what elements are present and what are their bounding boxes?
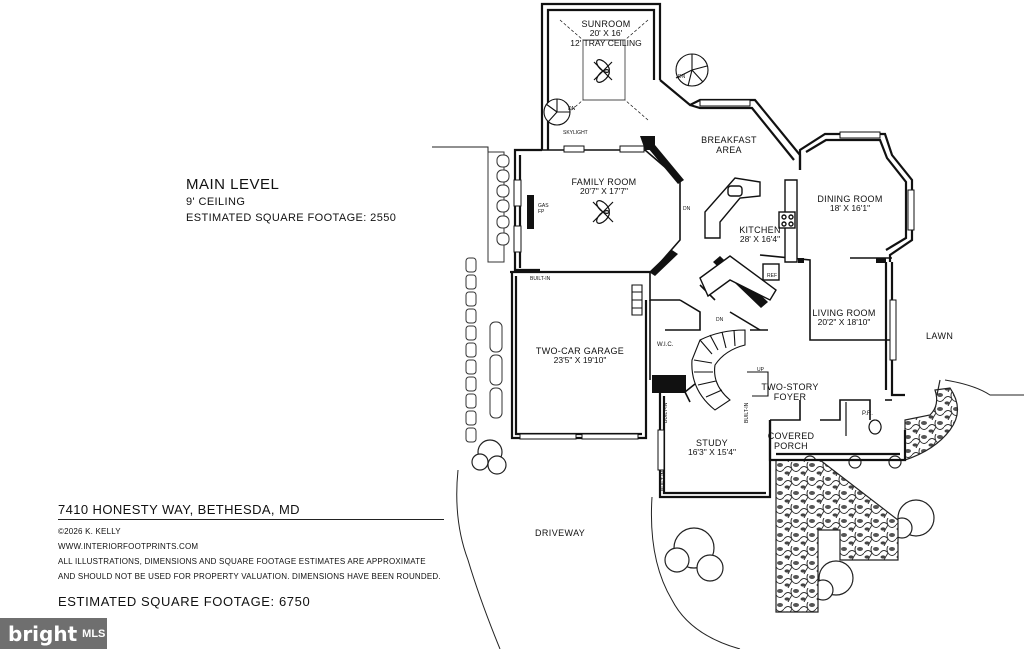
walk-in-closet-label: W.I.C. [657,342,674,348]
stair-down-label-2: DN [568,106,576,112]
level-title: MAIN LEVEL [186,176,280,193]
garage-name: TWO-CAR GARAGE [535,346,625,356]
skylight-label: SKYLIGHT [563,130,588,136]
spiral-stairs [543,53,769,411]
copyright: ©2026 K. KELLY [58,527,121,536]
sunroom-dims: 20' X 16' [589,28,623,39]
breakfast-name-2: AREA [716,145,742,156]
driveway-label: DRIVEWAY [535,528,586,538]
site-lines [432,146,1024,649]
builtin-study-label-2: BUILT-IN [744,402,751,423]
family-name: FAMILY ROOM [571,177,637,187]
stair-up-label: UP [757,367,764,373]
watermark-brand: bright [8,621,78,646]
room-label-living: LIVING ROOM 20'2" X 18'10" [804,308,884,328]
disclaimer-line-1: ALL ILLUSTRATIONS, DIMENSIONS AND SQUARE… [58,557,426,566]
lawn-label: LAWN [926,331,954,341]
porch-name-2: PORCH [773,441,808,452]
builtin-study-label-1: BUILT-IN [663,402,670,423]
property-address: 7410 HONESTY WAY, BETHESDA, MD [58,502,300,517]
study-dims: 16'3" X 15'4" [687,447,737,458]
walkway-pavers [465,151,510,443]
living-name: LIVING ROOM [812,308,876,318]
sunroom-ceiling: 12' TRAY CEILING [570,38,642,49]
total-square-footage: ESTIMATED SQUARE FOOTAGE: 6750 [58,594,311,609]
stair-down-label-1: DN [678,74,686,80]
room-label-dining: DINING ROOM 18' X 16'1" [812,194,888,214]
kitchen-name: KITCHEN [739,225,781,235]
watermark-suffix: MLS [82,627,106,640]
breakfast-name: BREAKFAST [701,135,757,145]
porch-name: COVERED [767,431,815,441]
level-header: MAIN LEVEL 9' CEILING ESTIMATED SQUARE F… [186,176,396,224]
stone-walkway [775,379,959,613]
family-dims: 20'7" X 17'7" [579,186,629,197]
builtin-study-label-3: BUILT-IN [661,470,668,491]
disclaimer-line-2: AND SHOULD NOT BE USED FOR PROPERTY VALU… [58,572,441,581]
powder-room-label: P.R. [862,411,873,417]
room-label-family: FAMILY ROOM 20'7" X 17'7" [562,177,646,197]
kitchen-island [699,177,798,301]
room-label-foyer: TWO-STORY FOYER [760,382,820,403]
foyer-name: TWO-STORY [761,382,819,392]
fp-label: FP [538,208,545,215]
room-label-kitchen: KITCHEN 28' X 16'4" [722,225,798,245]
footer-notes: ©2026 K. KELLY WWW.INTERIORFOOTPRINTS.CO… [58,524,441,584]
windows [513,99,915,471]
stair-down-label-3: DN [683,206,691,212]
website: WWW.INTERIORFOOTPRINTS.COM [58,542,199,551]
foyer-name-2: FOYER [773,392,807,403]
study-name: STUDY [695,438,728,448]
address-divider [58,519,444,520]
gas-label: GAS [538,203,549,209]
refrigerator-label: REF [767,273,777,279]
room-label-study: STUDY 16'3" X 15'4" [678,438,746,458]
room-label-garage: TWO-CAR GARAGE 23'5" X 19'10" [534,346,626,366]
room-label-sunroom: SUNROOM 20' X 16' 12' TRAY CEILING [566,19,646,49]
stair-down-label-4: DN [716,317,724,323]
ceiling-height: 9' CEILING [186,196,246,208]
room-label-porch: COVERED PORCH [764,431,818,452]
room-label-breakfast: BREAKFAST AREA [694,135,764,156]
gas-fireplace-label: GAS FP [538,203,549,216]
sunroom-name: SUNROOM [581,19,631,29]
dining-name: DINING ROOM [817,194,883,204]
garage-dims: 23'5" X 19'10" [553,355,607,366]
bright-mls-watermark: bright MLS [0,618,107,649]
builtin-garage-label: BUILT-IN [530,276,551,282]
dining-dims: 18' X 16'1" [829,203,871,214]
exterior-walls [510,2,914,499]
level-square-footage: ESTIMATED SQUARE FOOTAGE: 2550 [186,212,397,224]
kitchen-dims: 28' X 16'4" [739,234,781,245]
living-dims: 20'2" X 18'10" [817,317,871,328]
fixtures [559,19,882,436]
garage-doors [519,433,639,440]
